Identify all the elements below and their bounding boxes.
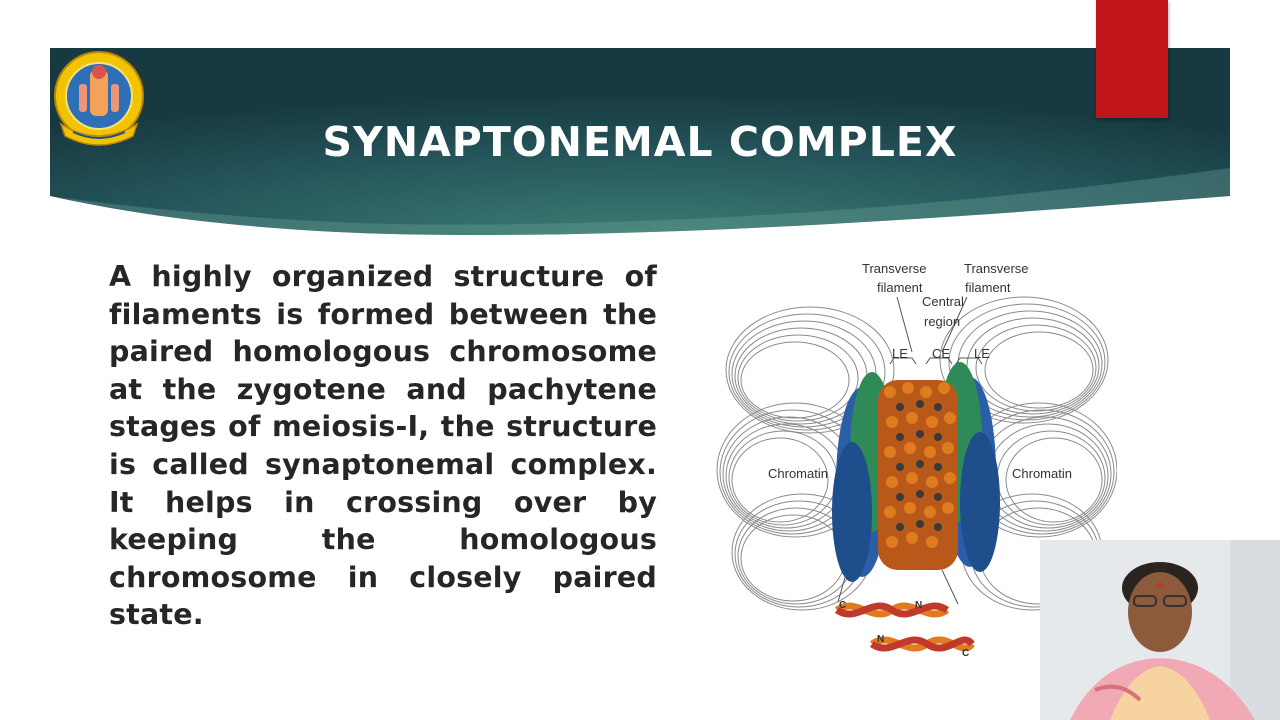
dna-helix — [834, 602, 975, 652]
label-central-2: region — [924, 314, 960, 329]
synaptonemal-complex-diagram: C N N C Transverse filament Transverse f… — [716, 261, 1117, 659]
slide-title: SYNAPTONEMAL COMPLEX — [322, 118, 958, 166]
college-seal-icon — [54, 51, 144, 146]
presenter-video — [1040, 540, 1280, 720]
central-element — [878, 380, 958, 570]
label-le-left: LE — [892, 346, 908, 361]
red-accent-tab — [1096, 0, 1168, 118]
slide-paragraph: A highly organized structure of filament… — [109, 260, 657, 632]
presenter-webcam — [1040, 540, 1280, 720]
dna-label-3: N — [877, 634, 884, 645]
dna-label-4: C — [962, 648, 969, 659]
label-chromatin-right: Chromatin — [1012, 466, 1072, 481]
label-transverse-right-1: Transverse — [964, 261, 1029, 276]
label-le-right: LE — [974, 346, 990, 361]
pointer-lines — [837, 296, 983, 605]
label-chromatin-left: Chromatin — [768, 466, 828, 481]
label-central-1: Central — [922, 294, 964, 309]
dna-label-1: C — [839, 600, 846, 611]
label-transverse-left-1: Transverse — [862, 261, 927, 276]
label-transverse-left-2: filament — [877, 280, 923, 295]
label-ce: CE — [932, 346, 950, 361]
title-banner — [50, 48, 1230, 236]
label-transverse-right-2: filament — [965, 280, 1011, 295]
dna-label-2: N — [915, 600, 922, 611]
